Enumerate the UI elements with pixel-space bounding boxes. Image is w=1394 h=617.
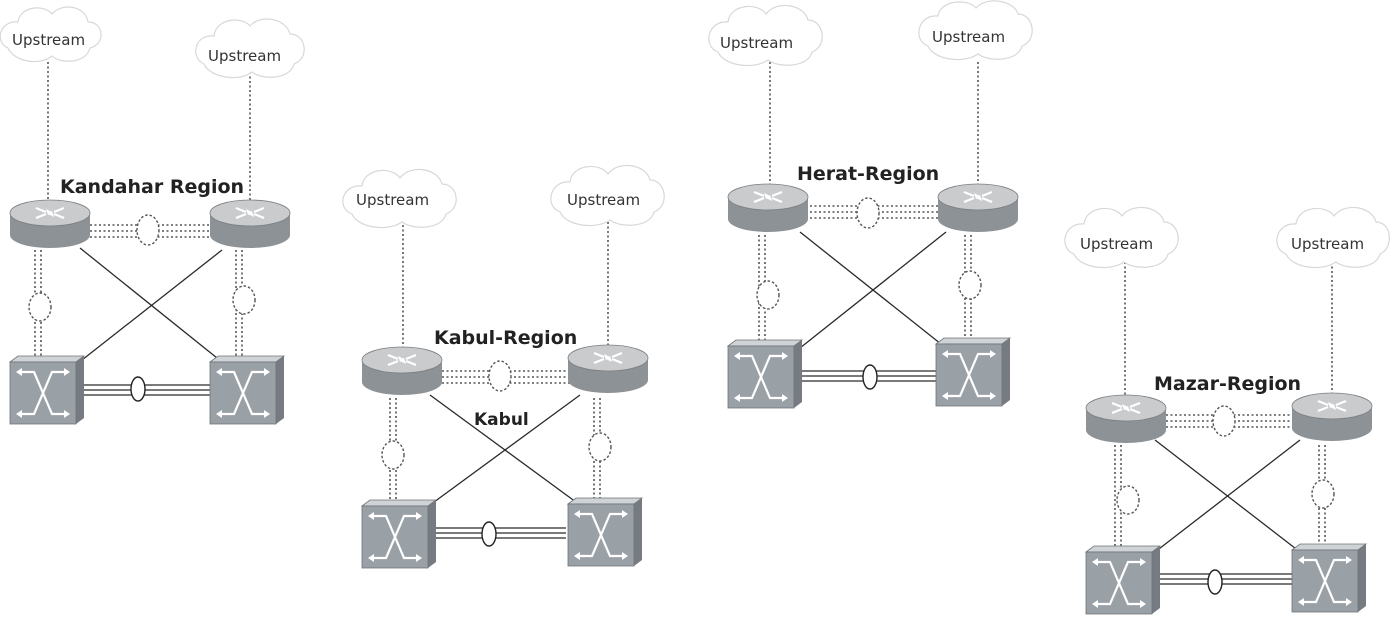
cloud-icon: Upstream [708,4,823,67]
cloud-icon: Upstream [1276,206,1390,269]
switch-icon [1290,542,1368,614]
upstream-label: Upstream [567,191,640,209]
region-mazar: Upstream Upstream Mazar-Region [1064,206,1390,616]
switch-icon [566,496,644,568]
cloud-icon: Upstream [550,164,665,227]
port-channel-marker [1311,479,1335,509]
upstream-label: Upstream [1291,235,1364,253]
switch-icon [1084,544,1162,616]
region-title: Kandahar Region [60,176,244,198]
port-channel-marker [481,521,497,547]
port-channel-marker [862,364,878,390]
switch-icon [726,338,804,410]
router-icon [936,182,1020,234]
port-channel-marker [130,376,146,402]
router-icon [1290,391,1374,443]
upstream-label: Upstream [12,31,85,49]
region-title: Mazar-Region [1154,373,1301,395]
router-icon [8,198,92,250]
cloud-icon: Upstream [1064,206,1179,269]
port-channel-marker [1116,485,1140,515]
cross-links [79,247,223,363]
region-herat: Upstream Upstream Herat-Region [708,0,1033,410]
port-channel-marker [756,280,780,310]
port-channel-marker [232,285,256,315]
region-kandahar: Upstream Upstream Kandahar Region [0,6,305,426]
upstream-label: Upstream [1080,235,1153,253]
cloud-icon: Upstream [342,168,457,229]
upstream-link [402,222,609,360]
router-icon [566,343,650,395]
cross-links [1154,439,1301,553]
upstream-label: Upstream [356,191,429,209]
router-icon [726,182,810,234]
cloud-icon: Upstream [195,18,305,79]
router-icon [208,198,292,250]
switch-interlink [80,384,212,396]
region-title: Herat-Region [797,163,939,185]
upstream-link [47,62,251,210]
upstream-label: Upstream [208,47,281,65]
switch-icon [360,498,438,570]
switch-icon [8,354,86,426]
cloud-icon: Upstream [0,6,102,63]
port-channel-marker [28,292,52,322]
cross-links [799,231,947,349]
cross-links [429,394,581,506]
switch-interlink [1158,573,1292,585]
switch-icon [934,336,1012,408]
region-sublabel: Kabul [474,410,529,430]
upstream-label: Upstream [720,34,793,52]
region-kabul: Upstream Upstream Kabul-Region Kabul [342,164,665,570]
switch-interlink [432,527,566,539]
router-switch-links [758,235,972,340]
port-channel-marker [958,270,982,300]
port-channel-marker [136,214,160,246]
router-switch-links [1114,445,1326,548]
port-channel-marker [1207,569,1223,595]
port-channel-marker [588,432,612,462]
port-channel-marker [381,440,405,470]
upstream-link [1124,262,1333,405]
router-icon [1084,393,1168,445]
router-icon [360,345,444,397]
upstream-label: Upstream [932,28,1005,46]
port-channel-marker [1212,405,1236,437]
cloud-icon: Upstream [918,0,1033,61]
switch-icon [208,354,286,426]
port-channel-marker [488,360,512,392]
port-channel-marker [856,197,880,229]
router-switch-links [34,250,243,358]
region-title: Kabul-Region [434,327,577,349]
